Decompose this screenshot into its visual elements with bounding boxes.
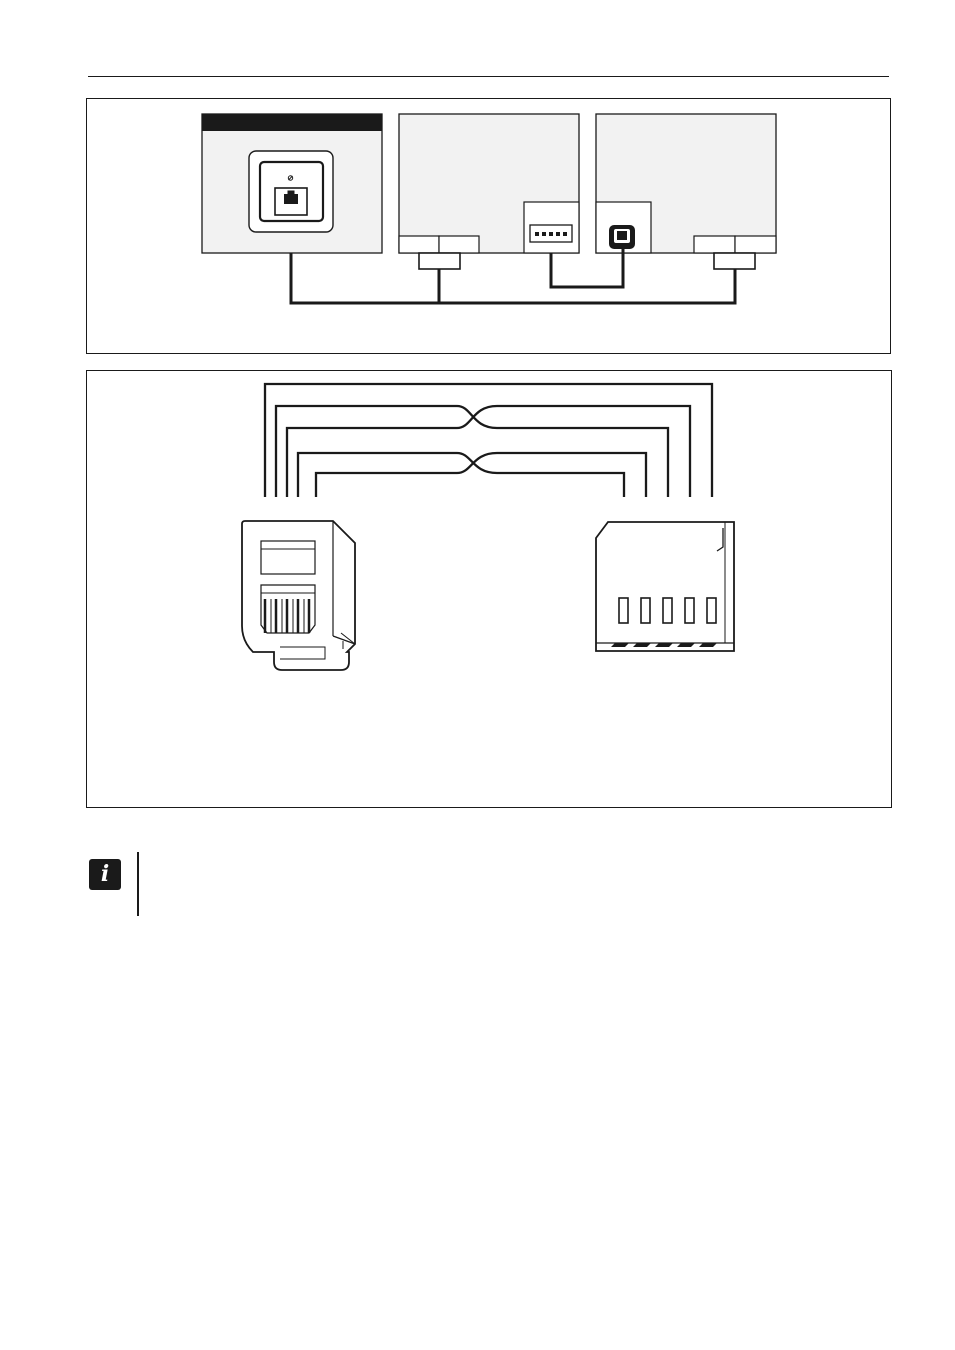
modular-plug — [242, 521, 355, 670]
info-note: i — [89, 852, 889, 918]
expander-module — [596, 114, 776, 253]
header-rule — [88, 76, 889, 77]
module-header-bar — [202, 114, 382, 131]
terminal-block — [399, 236, 479, 253]
cable-wires — [265, 384, 712, 497]
control-panel-module — [399, 114, 579, 253]
cable-wiring-diagram-frame — [86, 370, 892, 808]
cable-plug — [714, 253, 755, 269]
rj-socket-icon — [249, 151, 333, 232]
connection-diagram-frame — [86, 98, 891, 354]
adapter-cable — [551, 249, 623, 287]
pin-header-connector — [524, 202, 579, 253]
pin-header-socket — [596, 522, 734, 651]
connection-diagram — [87, 99, 892, 355]
wire-5 — [316, 453, 646, 497]
wall-socket-module — [202, 114, 382, 253]
wire-3 — [287, 406, 690, 497]
wire-4 — [298, 453, 624, 497]
cable-plug — [419, 253, 460, 269]
info-icon: i — [89, 859, 121, 890]
terminal-block — [694, 236, 776, 253]
bus-cable — [291, 253, 735, 303]
cable-wiring-diagram — [87, 371, 893, 809]
note-divider — [137, 852, 139, 916]
rj-jack-connector — [596, 202, 651, 253]
